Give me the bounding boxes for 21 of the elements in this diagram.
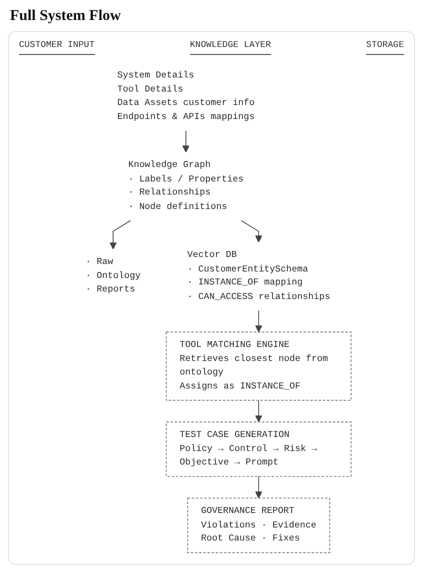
diagram-title: Full System Flow [10, 8, 121, 25]
column-heading: STORAGE [366, 40, 404, 55]
arrow [254, 400, 262, 422]
arrow [109, 220, 131, 250]
arrow [254, 476, 262, 498]
node-text: TEST CASE GENERATION Policy → Control → Risk → Objective → Prompt [179, 429, 318, 470]
node-text: Knowledge Graph · Labels / Properties · Relationships · Node definitions [128, 160, 244, 212]
node-text: · Raw · Ontology · Reports [85, 257, 140, 295]
node-text: TOOL MATCHING ENGINE Retrieves closest node from ontology Assigns as INSTANCE_OF [179, 339, 329, 394]
node-box [166, 332, 352, 401]
node-box [187, 498, 330, 554]
node-text: Vector DB · CustomerEntitySchema · INSTANCE_OF mapping · CAN_ACCESS relationships [187, 250, 330, 302]
arrow [182, 130, 190, 153]
card-panel: CUSTOMER INPUT KNOWLEDGE LAYER STORAGE System Details Tool Details Data Assets customer info Endpoints & APIs mappings Knowledge Graph · Labels / Properties · Relationships · Node definitions · Raw · Ontology · Reports Vector DB · CustomerEntitySchema · INSTANCE_OF mapping · CAN_ACCESS relationships TOOL MATCHING ENGINE Retrieves closest node from ontology Assigns as INSTANCE_OF TEST CASE GENERATION Policy → Control → Risk → Objective → Prompt GOVERNANCE REPORT Violations · Evidence Root Cause · Fixes [8, 31, 415, 565]
column-heading: CUSTOMER INPUT [19, 40, 95, 55]
column-heading: KNOWLEDGE LAYER [190, 40, 271, 55]
arrow [254, 310, 262, 332]
node-text: System Details Tool Details Data Assets customer info Endpoints & APIs mappings [117, 70, 254, 122]
node-box [166, 422, 352, 477]
node-text: GOVERNANCE REPORT Violations · Evidence Root Cause · Fixes [200, 505, 316, 546]
arrow [240, 220, 262, 242]
